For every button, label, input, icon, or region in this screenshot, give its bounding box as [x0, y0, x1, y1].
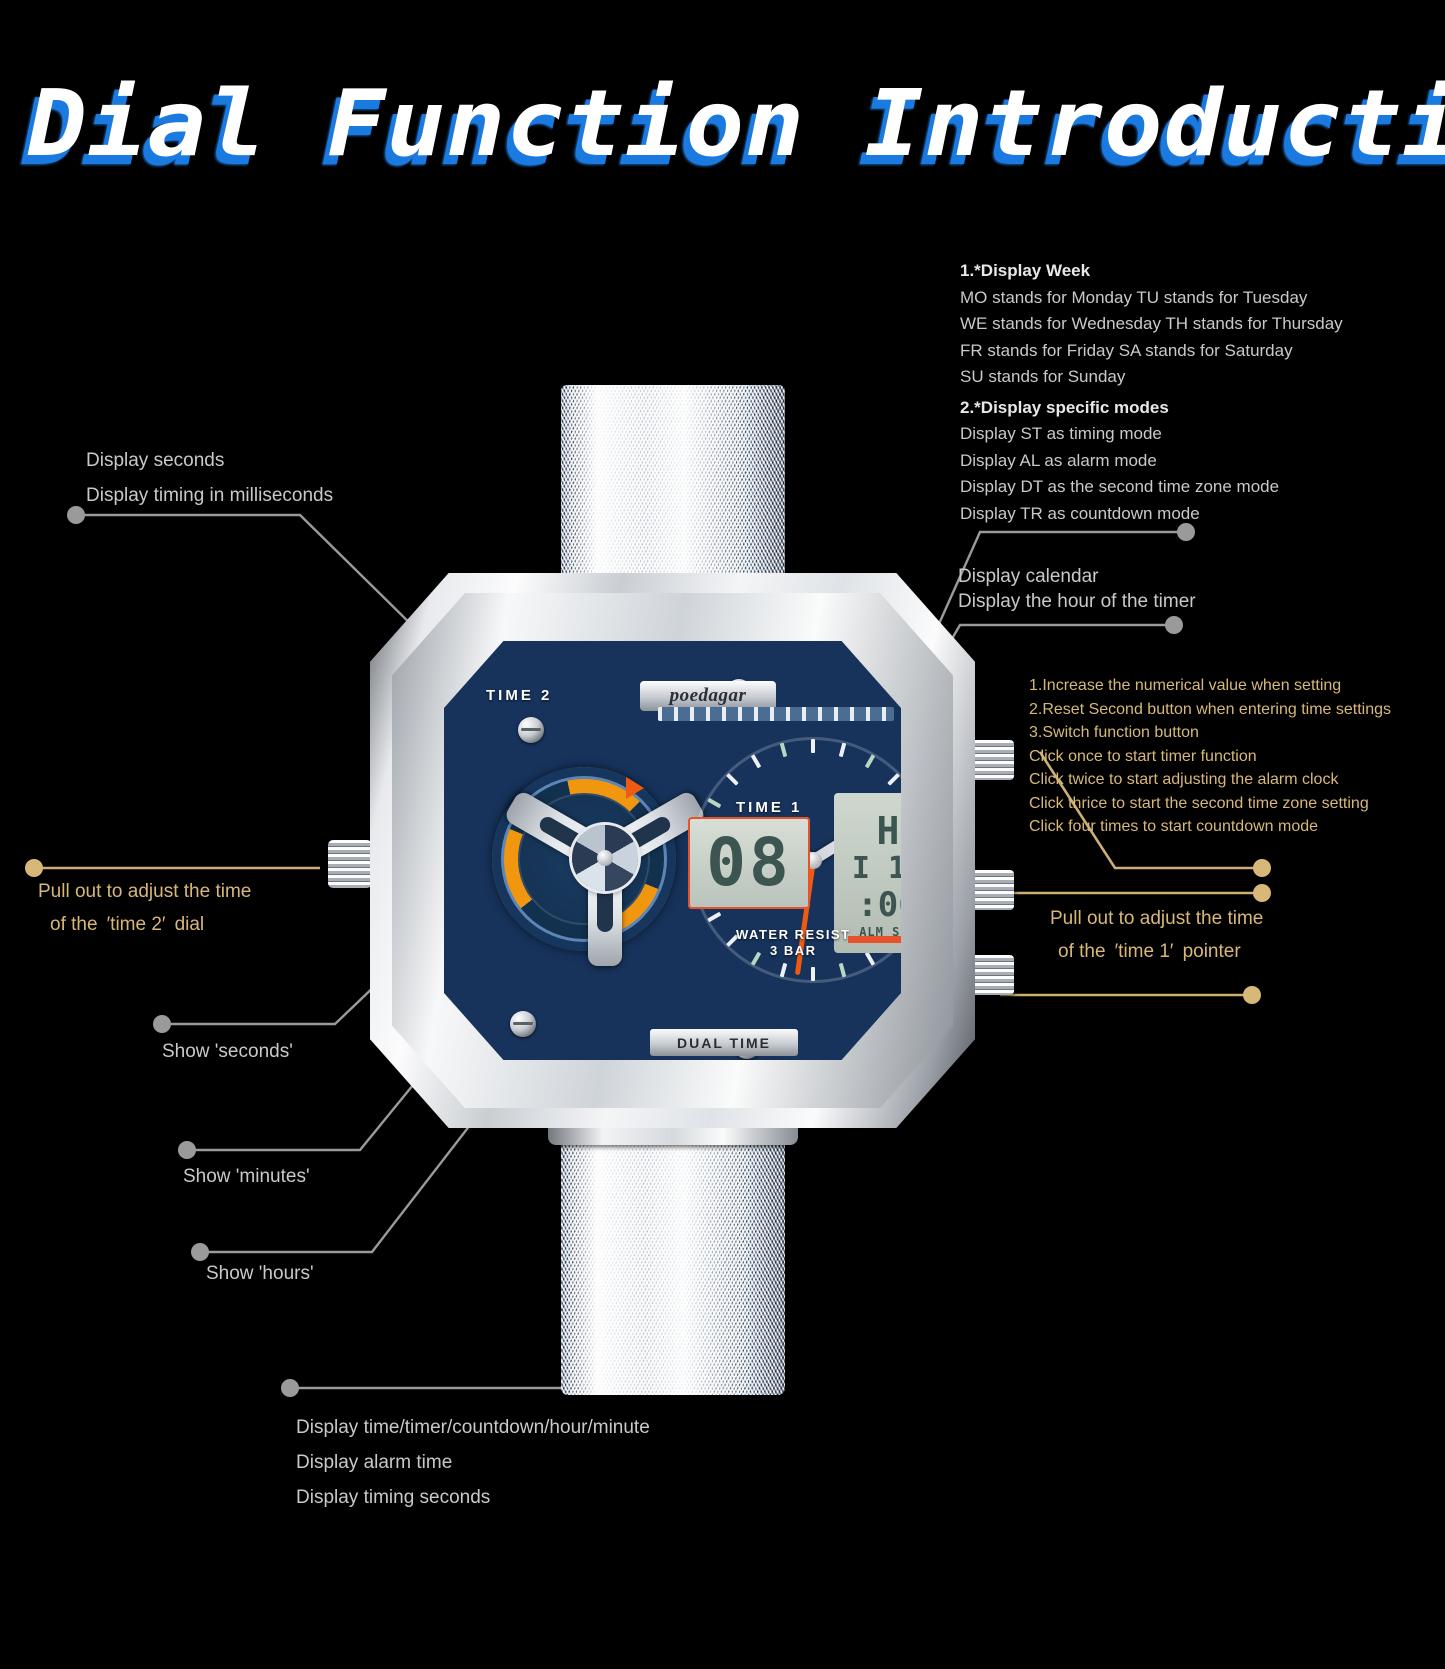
mode-line-2: Display AL as alarm mode — [960, 450, 1157, 470]
mode-line-4: Display TR as countdown mode — [960, 503, 1200, 523]
brand-name: poedagar — [669, 685, 747, 706]
lcd-side-row1: H — [876, 809, 900, 853]
page-title-text: Dial Function Introduction — [28, 70, 1445, 177]
water-resist-line1: WATER RESIST — [736, 927, 851, 942]
callout-display-week: 1.*Display Week MO stands for Monday TU … — [960, 258, 1343, 527]
pusher-right-middle[interactable] — [968, 870, 1014, 910]
dual-time-plate: DUAL TIME — [650, 1029, 798, 1056]
week-line-4: SU stands for Sunday — [960, 367, 1126, 386]
lcd-side-display: H I 12 :06 ALM SIG — [834, 793, 901, 953]
mode-line-1: Display ST as timing mode — [960, 424, 1162, 443]
bottom-line-3: Display timing seconds — [296, 1487, 491, 1508]
callout-display-seconds: Display seconds Display timing in millis… — [86, 443, 333, 513]
calendar-line-2: Display the hour of the timer — [958, 591, 1196, 612]
week-line-2: WE stands for Wednesday TH stands for Th… — [960, 314, 1343, 333]
bottom-line-1: Display time/timer/countdown/hour/minute — [296, 1417, 650, 1438]
lcd-side-row4: ALM SIG — [859, 925, 901, 939]
watch-strap-bottom — [560, 1095, 785, 1395]
top-bar-strip — [658, 707, 894, 721]
callout-show-seconds: Show 'seconds' — [162, 1041, 293, 1063]
callout-left-crown: Pull out to adjust the time of the ′time… — [38, 875, 251, 941]
week-heading: 1.*Display Week — [960, 261, 1091, 280]
mode-line-3: Display DT as the second time zone mode — [960, 477, 1280, 496]
water-resist-line2: 3 BAR — [770, 943, 817, 958]
bottom-line-2: Display alarm time — [296, 1452, 453, 1473]
left-crown-line-1: Pull out to adjust the time — [38, 881, 252, 902]
dual-time-label: DUAL TIME — [677, 1034, 771, 1051]
watch-dial: TIME 2 poedagar — [444, 641, 901, 1060]
right-pusher-line-2: 2.Reset Second button when entering time… — [1029, 700, 1391, 718]
dial-label-time1: TIME 1 — [736, 799, 803, 816]
pusher-right-top[interactable] — [968, 740, 1014, 780]
pusher-right-bottom[interactable] — [968, 955, 1014, 995]
watch-illustration: TIME 2 poedagar — [328, 385, 1014, 1395]
page-title: Dial Function Introduction — [28, 68, 1445, 188]
display-seconds-line-1: Display seconds — [86, 450, 225, 471]
lcd-side-row3: :06 — [857, 885, 901, 925]
lcd-main-display: 08 — [688, 817, 810, 909]
callout-bottom: Display time/timer/countdown/hour/minute… — [296, 1410, 650, 1515]
orange-arrow-marker — [626, 777, 644, 799]
propeller-hub — [572, 825, 638, 891]
callout-right-pushers: 1.Increase the numerical value when sett… — [1029, 674, 1391, 839]
callout-show-minutes: Show 'minutes' — [183, 1166, 310, 1188]
dial-screw-top-left — [518, 717, 544, 743]
display-seconds-line-2: Display timing in milliseconds — [86, 485, 334, 506]
callout-right-crown: Pull out to adjust the time of the ′time… — [1050, 902, 1263, 968]
right-pusher-line-6: Click thrice to start the second time zo… — [1029, 794, 1369, 812]
crown-left[interactable] — [328, 840, 372, 888]
show-hours-label: Show 'hours' — [206, 1263, 314, 1284]
show-minutes-label: Show 'minutes' — [183, 1166, 310, 1187]
watch-bezel: TIME 2 poedagar — [392, 593, 953, 1108]
dial-screw-bottom-left — [510, 1011, 536, 1037]
lcd-main-value: 08 — [706, 824, 792, 901]
right-crown-line-2: of the ′time 1′ pointer — [1058, 941, 1241, 962]
right-pusher-line-4: Click once to start timer function — [1029, 747, 1257, 765]
dial-label-time2: TIME 2 — [486, 687, 553, 704]
modes-heading: 2.*Display specific modes — [960, 397, 1169, 417]
week-line-3: FR stands for Friday SA stands for Satur… — [960, 340, 1293, 360]
watch-case: TIME 2 poedagar — [370, 573, 975, 1128]
right-pusher-line-7: Click four times to start countdown mode — [1029, 818, 1319, 835]
right-pusher-line-5: Click twice to start adjusting the alarm… — [1029, 771, 1339, 788]
left-crown-line-2: of the ′time 2′ dial — [50, 914, 205, 935]
callout-show-hours: Show 'hours' — [206, 1263, 314, 1285]
lcd-side-row2: I 12 — [851, 851, 901, 886]
week-line-1: MO stands for Monday TU stands for Tuesd… — [960, 287, 1308, 307]
right-pusher-line-1: 1.Increase the numerical value when sett… — [1029, 677, 1342, 694]
right-crown-line-1: Pull out to adjust the time — [1050, 908, 1264, 929]
right-pusher-line-3: 3.Switch function button — [1029, 724, 1199, 741]
water-resist-text: WATER RESIST 3 BAR — [736, 927, 851, 959]
propeller-hand — [498, 751, 712, 966]
brand-plate: poedagar — [640, 681, 776, 711]
calendar-line-1: Display calendar — [958, 566, 1099, 587]
show-seconds-label: Show 'seconds' — [162, 1041, 293, 1062]
callout-calendar: Display calendar Display the hour of the… — [958, 564, 1196, 614]
